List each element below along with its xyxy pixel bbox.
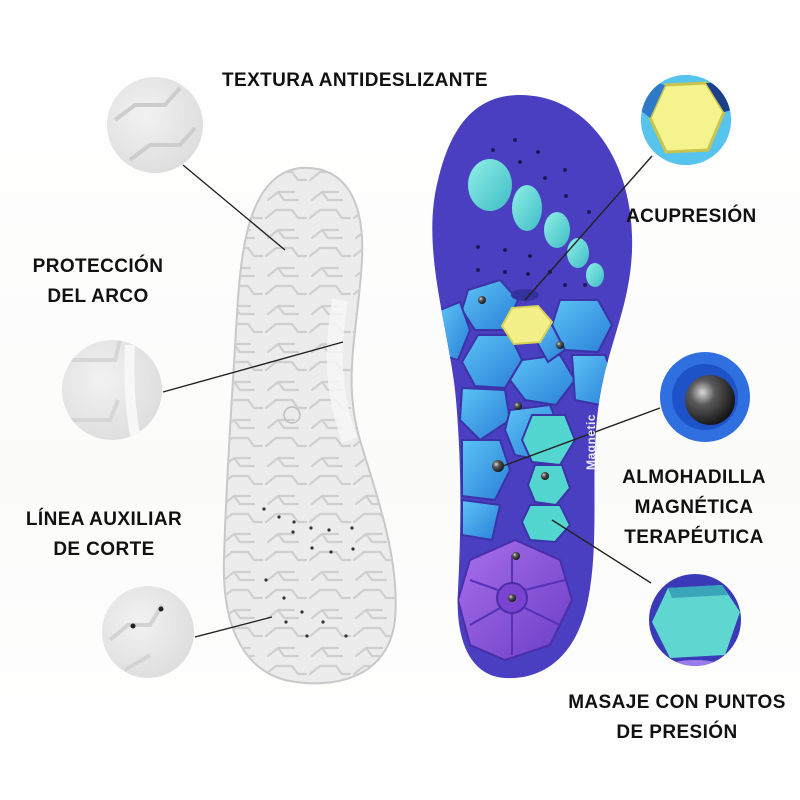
blue-magnetic-insole-top-view: [432, 95, 633, 679]
detail-circle-antislip-texture: [107, 77, 203, 173]
detail-circle-acupressure: [641, 75, 731, 165]
detail-circle-arch-protection: [62, 340, 162, 440]
insole-brand-text: Magnetic: [584, 413, 598, 470]
detail-circle-cut-line: [102, 586, 194, 678]
label-magnetic-pad: ALMOHADILLA MAGNÉTICA TERAPÉUTICA: [622, 467, 766, 548]
detail-circle-pressure-massage: [649, 574, 741, 666]
label-acupressure: ACUPRESIÓN: [626, 206, 757, 227]
white-insole-bottom-view: [222, 166, 397, 685]
label-pressure-point-massage: MASAJE CON PUNTOS DE PRESIÓN: [568, 692, 786, 743]
label-cut-line: LÍNEA AUXILIAR DE CORTE: [25, 509, 183, 560]
detail-circle-magnetic-pad: [660, 352, 750, 442]
leader-lines: [162, 155, 661, 638]
label-arch-protection: PROTECCIÓN DEL ARCO: [32, 256, 164, 307]
label-antislip-texture: TEXTURA ANTIDESLIZANTE: [222, 70, 488, 91]
